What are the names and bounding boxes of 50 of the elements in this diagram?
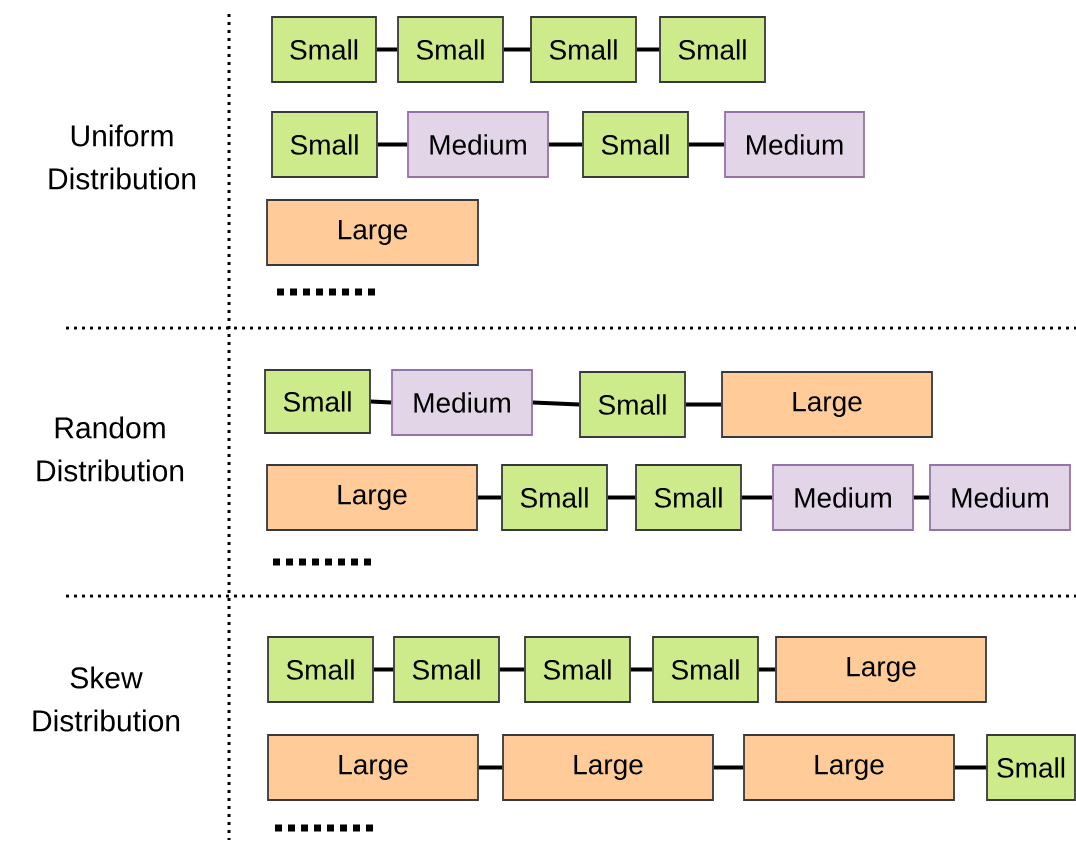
small-box: Small bbox=[659, 16, 766, 83]
connector-line bbox=[532, 400, 580, 407]
connector-line bbox=[685, 402, 722, 407]
connector-line bbox=[548, 142, 583, 147]
medium-box: Medium bbox=[724, 111, 865, 178]
large-box: Large bbox=[267, 734, 479, 801]
medium-box: Medium bbox=[391, 369, 533, 436]
connector-line bbox=[370, 399, 392, 405]
connector-line bbox=[499, 667, 525, 672]
connector-line bbox=[503, 47, 531, 52]
small-box: Small bbox=[582, 111, 689, 178]
medium-box: Medium bbox=[772, 464, 914, 531]
large-box: Large bbox=[775, 636, 987, 703]
large-box: Large bbox=[266, 199, 479, 266]
small-box: Small bbox=[397, 16, 504, 83]
connector-line bbox=[688, 142, 725, 147]
connector-line bbox=[477, 495, 502, 500]
small-box: Small bbox=[652, 636, 759, 703]
connector-line bbox=[630, 667, 653, 672]
small-box: Small bbox=[530, 16, 637, 83]
connector-line bbox=[376, 47, 398, 52]
section-label: Random Distribution bbox=[37, 416, 184, 482]
small-box: Small bbox=[501, 464, 608, 531]
large-box: Large bbox=[502, 734, 714, 801]
large-box: Large bbox=[721, 371, 933, 438]
small-box: Small bbox=[524, 636, 631, 703]
connector-line bbox=[478, 765, 503, 770]
small-box: Small bbox=[267, 636, 374, 703]
small-box: Small bbox=[635, 464, 742, 531]
section-label: Uniform Distribution bbox=[49, 124, 196, 190]
small-box: Small bbox=[393, 636, 500, 703]
connector-line bbox=[758, 667, 776, 672]
small-box: Small bbox=[579, 371, 686, 438]
connector-line bbox=[373, 667, 394, 672]
connector-line bbox=[377, 142, 408, 147]
connector-line bbox=[954, 765, 987, 770]
small-box: Small bbox=[264, 369, 371, 434]
small-box: Small bbox=[271, 16, 377, 83]
medium-box: Medium bbox=[407, 111, 549, 178]
small-box: Small bbox=[271, 111, 378, 178]
medium-box: Medium bbox=[929, 464, 1071, 531]
connector-line bbox=[607, 495, 636, 500]
large-box: Large bbox=[266, 464, 478, 531]
connector-line bbox=[913, 495, 930, 500]
section-label: Skew Distribution bbox=[33, 666, 180, 732]
connector-line bbox=[741, 495, 773, 500]
connector-line bbox=[713, 765, 744, 770]
large-box: Large bbox=[743, 734, 955, 801]
connector-line bbox=[636, 47, 660, 52]
small-box: Small bbox=[986, 734, 1076, 801]
